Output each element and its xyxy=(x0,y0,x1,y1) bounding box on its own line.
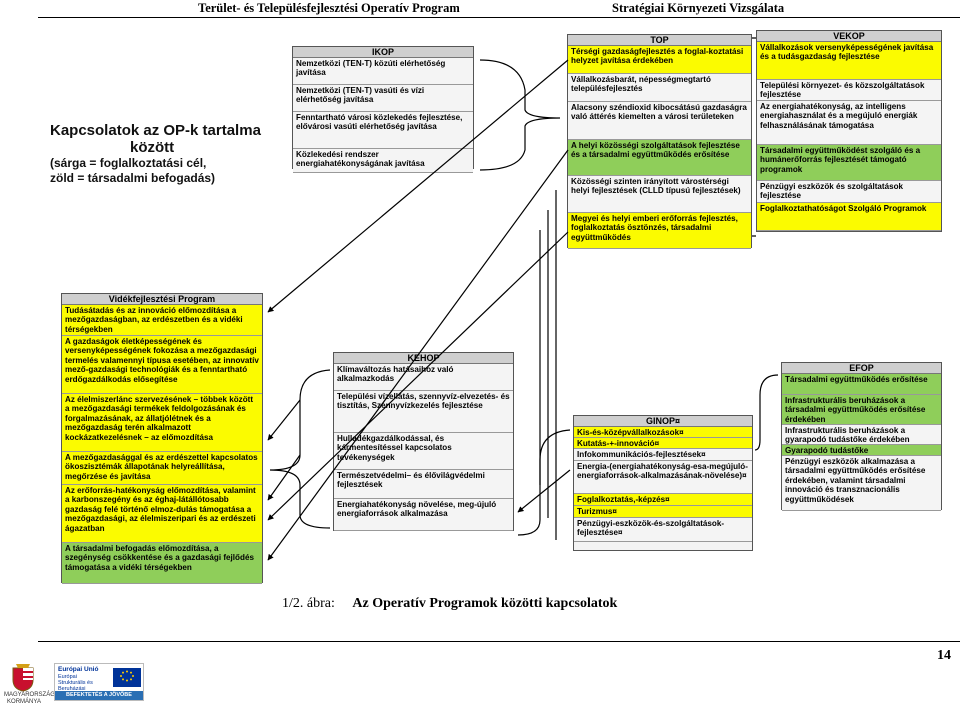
ginop-title: GINOP¤ xyxy=(574,416,752,427)
op-item: Hulladékgazdálkodással, és kármentesítés… xyxy=(334,433,513,470)
figure-legend-title: Kapcsolatok az OP-k tartalma között (sár… xyxy=(50,122,261,186)
op-item: Vállalkozásbarát, népességmegtartó telep… xyxy=(568,74,751,102)
op-item: Pénzügyi eszközök alkalmazása a társadal… xyxy=(782,456,941,511)
page-number: 14 xyxy=(937,648,951,663)
vekop-box: VEKOP Vállalkozások versenyképességének … xyxy=(756,30,942,232)
op-item: Települési környezet- és közszolgáltatás… xyxy=(757,80,941,101)
vp-items: Tudásátadás és az innováció előmozdítása… xyxy=(62,305,262,584)
op-item: Fenntartható városi közlekedés fejleszté… xyxy=(293,112,473,149)
op-item: Az energiahatékonyság, az intelligens en… xyxy=(757,101,941,145)
op-item: Közösségi szinten irányított várostérség… xyxy=(568,176,751,213)
op-item: Vállalkozások versenyképességének javítá… xyxy=(757,42,941,80)
op-item: Kutatás-+-innováció¤ xyxy=(574,438,752,449)
kehop-items: Klímaváltozás hatásaihoz való alkalmazko… xyxy=(334,364,513,531)
op-item: Az erőforrás-hatékonyság előmozdítása, v… xyxy=(62,485,262,543)
ikop-title: IKOP xyxy=(293,47,473,58)
kehop-title: KEHOP xyxy=(334,353,513,364)
ginop-kehop-bracket xyxy=(517,429,571,536)
top-box: TOP Térségi gazdaságfejlesztés a foglal-… xyxy=(567,34,752,249)
figure-title-line: között xyxy=(130,139,175,156)
running-header: Terület- és Településfejlesztési Operatí… xyxy=(0,0,960,22)
eu-band: BEFEKTETÉS A JÖVŐBE xyxy=(55,691,143,700)
vp-box: Vidékfejlesztési Program Tudásátadás és … xyxy=(61,293,263,584)
op-item: A társadalmi befogadás előmozdítása, a s… xyxy=(62,543,262,584)
caption-number: 1/2. ábra: xyxy=(282,596,335,611)
op-item: Alacsony széndioxid kibocsátású gazdaság… xyxy=(568,102,751,140)
op-item: Infrastrukturális beruházások a társadal… xyxy=(782,395,941,425)
figure-caption: 1/2. ábra: Az Operatív Programok közötti… xyxy=(282,596,617,612)
op-item: A gazdaságok életképességének és verseny… xyxy=(62,336,262,394)
efop-bracket xyxy=(754,374,779,451)
header-rule xyxy=(38,17,960,18)
connector xyxy=(267,454,301,501)
op-item: Foglalkoztatás,-képzés¤ xyxy=(574,494,752,506)
op-item: Megyei és helyi emberi erőforrás fejlesz… xyxy=(568,213,751,249)
figure-title-line: zöld = társadalmi befogadás) xyxy=(50,171,216,185)
connector xyxy=(267,149,569,561)
figure-title-line: Kapcsolatok az OP-k tartalma xyxy=(50,122,261,139)
op-item: Nemzetközi (TEN-T) vasúti és vízi elérhe… xyxy=(293,85,473,112)
op-item: Közlekedési rendszer energiahatékonyságá… xyxy=(293,149,473,173)
op-item: Kis-és-középvállalkozások¤ xyxy=(574,427,752,438)
top-items: Térségi gazdaságfejlesztés a foglal-kozt… xyxy=(568,46,751,249)
op-item: Természetvédelmi– és élővilágvédelmi fej… xyxy=(334,470,513,499)
op-item: Az élelmiszerlánc szervezésének – többek… xyxy=(62,394,262,452)
connector xyxy=(267,59,569,313)
footer-rule xyxy=(38,641,960,642)
op-item: A helyi közösségi szolgáltatások fejlesz… xyxy=(568,140,751,176)
top-vekop-bracket xyxy=(752,37,756,237)
ikop-top-bracket xyxy=(479,59,561,171)
op-item: Társadalmi együttműködést szolgáló és a … xyxy=(757,145,941,181)
hungary-crest-icon xyxy=(12,664,34,692)
connector xyxy=(267,399,301,441)
header-right: Stratégiai Környezeti Vizsgálata xyxy=(612,1,785,15)
op-item: Tudásátadás és az innováció előmozdítása… xyxy=(62,305,262,336)
op-item: Pénzügyi-eszközök-és-szolgáltatások-fejl… xyxy=(574,518,752,542)
op-item: Foglalkoztathatóságot Szolgáló Programok xyxy=(757,203,941,231)
kehop-vp-bracket xyxy=(269,369,331,529)
vekop-title: VEKOP xyxy=(757,31,941,42)
op-item: Energiahatékonyság növelése, meg-újuló e… xyxy=(334,499,513,531)
op-item: Energia-(energiahatékonyság-esa-megújuló… xyxy=(574,461,752,494)
vekop-items: Vállalkozások versenyképességének javítá… xyxy=(757,42,941,231)
ginop-box: GINOP¤ Kis-és-középvállalkozások¤Kutatás… xyxy=(573,415,753,551)
ikop-items: Nemzetközi (TEN-T) közúti elérhetőség ja… xyxy=(293,58,473,173)
op-item: Nemzetközi (TEN-T) közúti elérhetőség ja… xyxy=(293,58,473,85)
op-item: Klímaváltozás hatásaihoz való alkalmazko… xyxy=(334,364,513,391)
ginop-items: Kis-és-középvállalkozások¤Kutatás-+-inno… xyxy=(574,427,752,542)
op-item: Gyarapodó tudástőke xyxy=(782,445,941,456)
ikop-box: IKOP Nemzetközi (TEN-T) közúti elérhetős… xyxy=(292,46,474,173)
caption-title: Az Operatív Programok közötti kapcsolato… xyxy=(352,596,618,611)
op-item: Infrastrukturális beruházások a gyarapod… xyxy=(782,425,941,445)
eu-flag-icon xyxy=(113,668,141,687)
eu-funding-logo: Európai Unió Európai Strukturális és Ber… xyxy=(54,663,144,701)
op-item: Pénzügyi eszközök és szolgáltatások fejl… xyxy=(757,181,941,203)
op-item: Turizmus¤ xyxy=(574,506,752,518)
top-title: TOP xyxy=(568,35,751,46)
gov-label: MAGYARORSZÁG KORMÁNYA xyxy=(4,692,55,705)
header-left: Terület- és Településfejlesztési Operatí… xyxy=(198,1,460,15)
connector xyxy=(517,469,571,513)
op-item: A mezőgazdasággal és az erdészettel kapc… xyxy=(62,452,262,485)
connector xyxy=(267,231,569,521)
efop-title: EFOP xyxy=(782,363,941,374)
op-item: Infokommunikációs-fejlesztések¤ xyxy=(574,449,752,461)
op-item: Térségi gazdaságfejlesztés a foglal-kozt… xyxy=(568,46,751,74)
kehop-box: KEHOP Klímaváltozás hatásaihoz való alka… xyxy=(333,352,514,531)
vp-title: Vidékfejlesztési Program xyxy=(62,294,262,305)
eu-title: Európai Unió xyxy=(58,666,99,673)
op-item: Társadalmi együttműködés erősítése xyxy=(782,374,941,395)
figure-title-line: (sárga = foglalkoztatási cél, xyxy=(50,156,207,170)
